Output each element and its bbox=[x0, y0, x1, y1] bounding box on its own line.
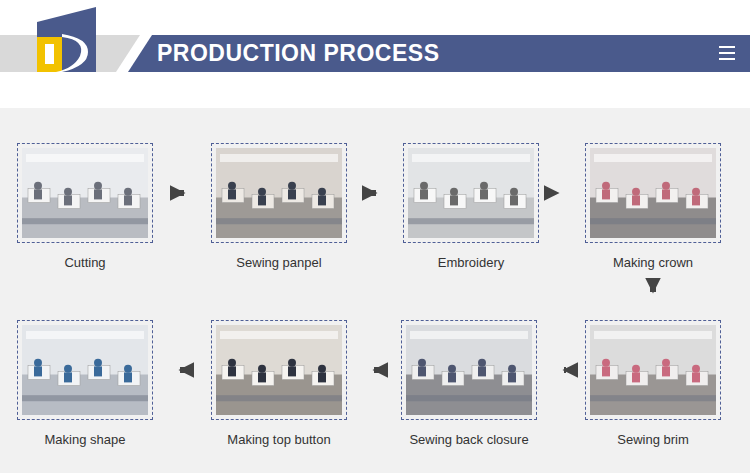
process-step: Sewing back closure bbox=[401, 320, 537, 420]
flow-arrow bbox=[650, 280, 656, 292]
flow-arrow bbox=[374, 367, 382, 373]
step-caption: Sewing back closure bbox=[407, 432, 530, 447]
header-banner bbox=[128, 35, 750, 72]
step-photo bbox=[216, 325, 342, 415]
step-caption: Sewing brim bbox=[615, 432, 691, 447]
process-step: Making top button bbox=[211, 320, 347, 420]
step-photo bbox=[590, 148, 716, 238]
step-caption: Embroidery bbox=[436, 255, 506, 270]
flow-arrow bbox=[366, 190, 376, 196]
step-photo bbox=[22, 325, 148, 415]
step-caption: Cutting bbox=[62, 255, 107, 270]
logo bbox=[37, 7, 96, 72]
banner-title: PRODUCTION PROCESS bbox=[157, 40, 439, 67]
process-step: Sewing brim bbox=[585, 320, 721, 420]
flow-arrow bbox=[564, 367, 566, 373]
flow-arrow bbox=[180, 367, 192, 373]
step-photo bbox=[590, 325, 716, 415]
process-step: Making shape bbox=[17, 320, 153, 420]
step-caption: Making shape bbox=[43, 432, 128, 447]
panel-ground bbox=[0, 108, 750, 473]
step-photo bbox=[408, 148, 534, 238]
process-step: Making crown bbox=[585, 143, 721, 243]
step-caption: Sewing panpel bbox=[234, 255, 323, 270]
process-step: Embroidery bbox=[403, 143, 539, 243]
step-photo bbox=[216, 148, 342, 238]
menu-icon bbox=[719, 46, 735, 60]
header-stripe bbox=[116, 35, 750, 72]
step-photo bbox=[406, 325, 532, 415]
step-photo bbox=[22, 148, 148, 238]
step-caption: Making top button bbox=[225, 432, 332, 447]
flow-arrow bbox=[172, 190, 184, 196]
process-step: Sewing panpel bbox=[211, 143, 347, 243]
process-step: Cutting bbox=[17, 143, 153, 243]
step-caption: Making crown bbox=[611, 255, 695, 270]
